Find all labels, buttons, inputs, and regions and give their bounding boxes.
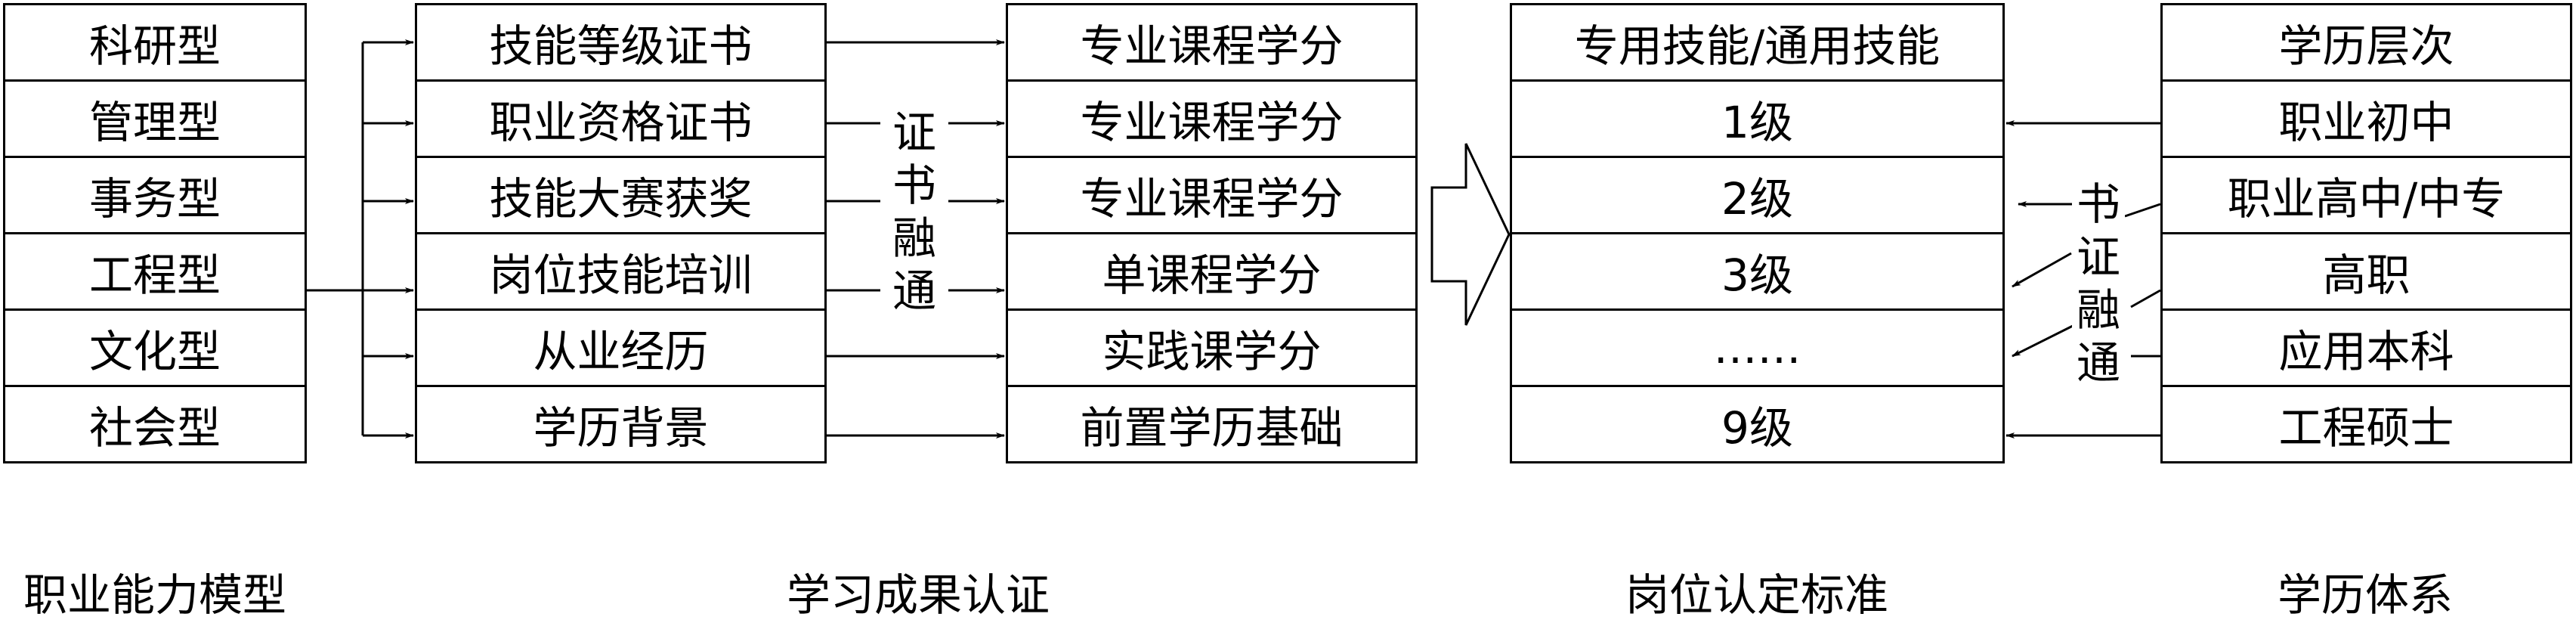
education-item: 职业高中/中专: [2160, 156, 2572, 234]
education-column: 学历层次 职业初中 职业高中/中专 高职 应用本科 工程硕士: [2160, 3, 2572, 463]
credits-column: 专业课程学分 专业课程学分 专业课程学分 单课程学分 实践课学分 前置学历基础: [1006, 3, 1418, 463]
model-column: 科研型 管理型 事务型 工程型 文化型 社会型: [3, 3, 307, 463]
standard-item: 2级: [1510, 156, 2005, 234]
fusion-label-left: 证 书 融 通: [888, 106, 941, 318]
education-item: 应用本科: [2160, 308, 2572, 387]
credit-item: 单课程学分: [1006, 232, 1418, 311]
model-caption: 职业能力模型: [23, 569, 287, 621]
model-item: 工程型: [3, 232, 307, 311]
fusion-label-right: 书 证 融 通: [2072, 178, 2125, 389]
certification-item: 职业资格证书: [415, 79, 827, 158]
standard-item: ……: [1510, 308, 2005, 387]
credit-item: 专业课程学分: [1006, 156, 1418, 234]
certification-item: 学历背景: [415, 385, 827, 463]
certification-item: 岗位技能培训: [415, 232, 827, 311]
model-item: 事务型: [3, 156, 307, 234]
credit-item: 专业课程学分: [1006, 3, 1418, 82]
credit-item: 实践课学分: [1006, 308, 1418, 387]
credit-item: 前置学历基础: [1006, 385, 1418, 463]
education-item: 高职: [2160, 232, 2572, 311]
standard-column: 专用技能/通用技能 1级 2级 3级 …… 9级: [1510, 3, 2005, 463]
standard-caption: 岗位认定标准: [1625, 569, 1889, 621]
education-item: 职业初中: [2160, 79, 2572, 158]
fusion-char: 通: [892, 265, 936, 317]
fusion-char: 融: [892, 212, 936, 264]
certification-column: 技能等级证书 职业资格证书 技能大赛获奖 岗位技能培训 从业经历 学历背景: [415, 3, 827, 463]
fusion-char: 融: [2076, 284, 2120, 336]
fusion-char: 证: [892, 107, 936, 158]
certification-item: 技能大赛获奖: [415, 156, 827, 234]
certification-item: 从业经历: [415, 308, 827, 387]
model-item: 科研型: [3, 3, 307, 82]
education-caption: 学历体系: [2277, 569, 2454, 621]
standard-item: 专用技能/通用技能: [1510, 3, 2005, 82]
fusion-char: 通: [2076, 337, 2120, 389]
model-item: 管理型: [3, 79, 307, 158]
certification-item: 技能等级证书: [415, 3, 827, 82]
credit-item: 专业课程学分: [1006, 79, 1418, 158]
education-item: 学历层次: [2160, 3, 2572, 82]
certification-caption: 学习成果认证: [786, 569, 1050, 621]
fusion-char: 证: [2076, 231, 2120, 283]
fusion-char: 书: [892, 160, 936, 211]
model-item: 文化型: [3, 308, 307, 387]
standard-item: 9级: [1510, 385, 2005, 463]
standard-item: 1级: [1510, 79, 2005, 158]
fusion-char: 书: [2076, 178, 2120, 230]
model-item: 社会型: [3, 385, 307, 463]
hollow-arrow-icon: [1430, 143, 1511, 326]
education-item: 工程硕士: [2160, 385, 2572, 463]
standard-item: 3级: [1510, 232, 2005, 311]
